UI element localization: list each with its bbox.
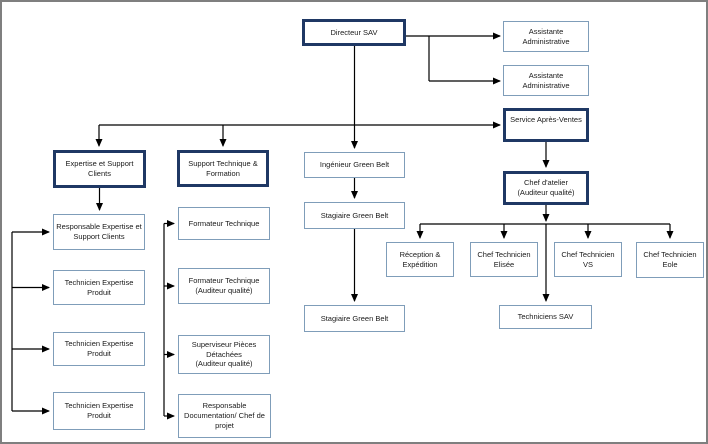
node-assistante-administrative-2: Assistante Administrative <box>503 65 589 96</box>
node-chef-technicien-vs: Chef Technicien VS <box>554 242 622 277</box>
node-superviseur-pieces-detachees: Superviseur Pièces Détachées (Auditeur q… <box>178 335 270 374</box>
node-stagiaire-green-belt-1: Stagiaire Green Belt <box>304 202 405 229</box>
node-formateur-technique-auditeur: Formateur Technique (Auditeur qualité) <box>178 268 270 304</box>
node-responsable-expertise: Responsable Expertise et Support Clients <box>53 214 145 250</box>
node-reception-expedition: Réception & Expédition <box>386 242 454 277</box>
node-responsable-documentation: Responsable Documentation/ Chef de proje… <box>178 394 271 438</box>
node-ingenieur-green-belt: Ingénieur Green Belt <box>304 152 405 178</box>
node-chef-technicien-elisee: Chef Technicien Elisée <box>470 242 538 277</box>
node-service-apres-ventes: Service Après-Ventes <box>503 108 589 142</box>
node-expertise-support-clients: Expertise et Support Clients <box>53 150 146 188</box>
node-chef-technicien-eole: Chef Technicien Eole <box>636 242 704 278</box>
node-technicien-expertise-1: Technicien Expertise Produit <box>53 270 145 305</box>
node-techniciens-sav: Techniciens SAV <box>499 305 592 329</box>
node-formateur-technique: Formateur Technique <box>178 207 270 240</box>
node-technicien-expertise-2: Technicien Expertise Produit <box>53 332 145 366</box>
node-support-technique-formation: Support Technique & Formation <box>177 150 269 187</box>
node-stagiaire-green-belt-2: Stagiaire Green Belt <box>304 305 405 332</box>
node-directeur-sav: Directeur SAV <box>302 19 406 46</box>
node-chef-atelier: Chef d'atelier (Auditeur qualité) <box>503 171 589 205</box>
node-technicien-expertise-3: Technicien Expertise Produit <box>53 392 145 430</box>
node-assistante-administrative-1: Assistante Administrative <box>503 21 589 52</box>
